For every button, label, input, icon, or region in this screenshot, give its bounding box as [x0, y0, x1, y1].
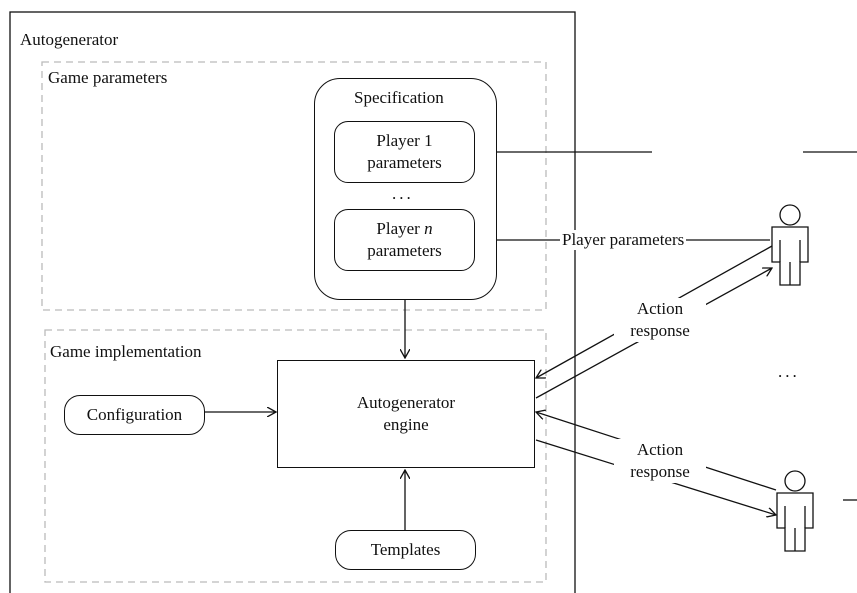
autogenerator-title: Autogenerator: [20, 30, 119, 49]
game-parameters-title: Game parameters: [48, 68, 168, 87]
player1-parameters-label: parameters: [367, 153, 442, 172]
player1-parameters-box: Player 1 parameters: [334, 121, 475, 183]
autogenerator-frame: [9, 11, 576, 593]
player-n-parameters-label: parameters: [367, 241, 442, 260]
action-response-label-upper: Action response: [614, 298, 706, 342]
player-n-label: Player n: [376, 219, 433, 238]
player-n-parameters-box: Player n parameters: [334, 209, 475, 271]
player-parameters-label: Player parameters: [560, 230, 687, 250]
specification-ellipsis: ...: [392, 184, 414, 203]
templates-label: Templates: [370, 540, 441, 559]
player-person-icon-upper: [771, 204, 809, 286]
game-implementation-title: Game implementation: [50, 342, 202, 361]
player-person-icon-lower: [776, 470, 814, 552]
game-implementation-group: [44, 329, 547, 583]
engine-line1: Autogenerator: [356, 393, 456, 412]
engine-line2: engine: [383, 415, 429, 434]
players-ellipsis: ...: [778, 362, 800, 381]
templates-box: Templates: [335, 530, 476, 570]
configuration-label: Configuration: [86, 405, 183, 424]
autogenerator-engine-box: Autogenerator engine: [277, 360, 535, 468]
configuration-box: Configuration: [64, 395, 205, 435]
game-parameters-group: [41, 61, 547, 311]
specification-title: Specification: [354, 88, 444, 107]
player1-label: Player 1: [376, 131, 433, 150]
action-response-label-lower: Action response: [614, 439, 706, 483]
